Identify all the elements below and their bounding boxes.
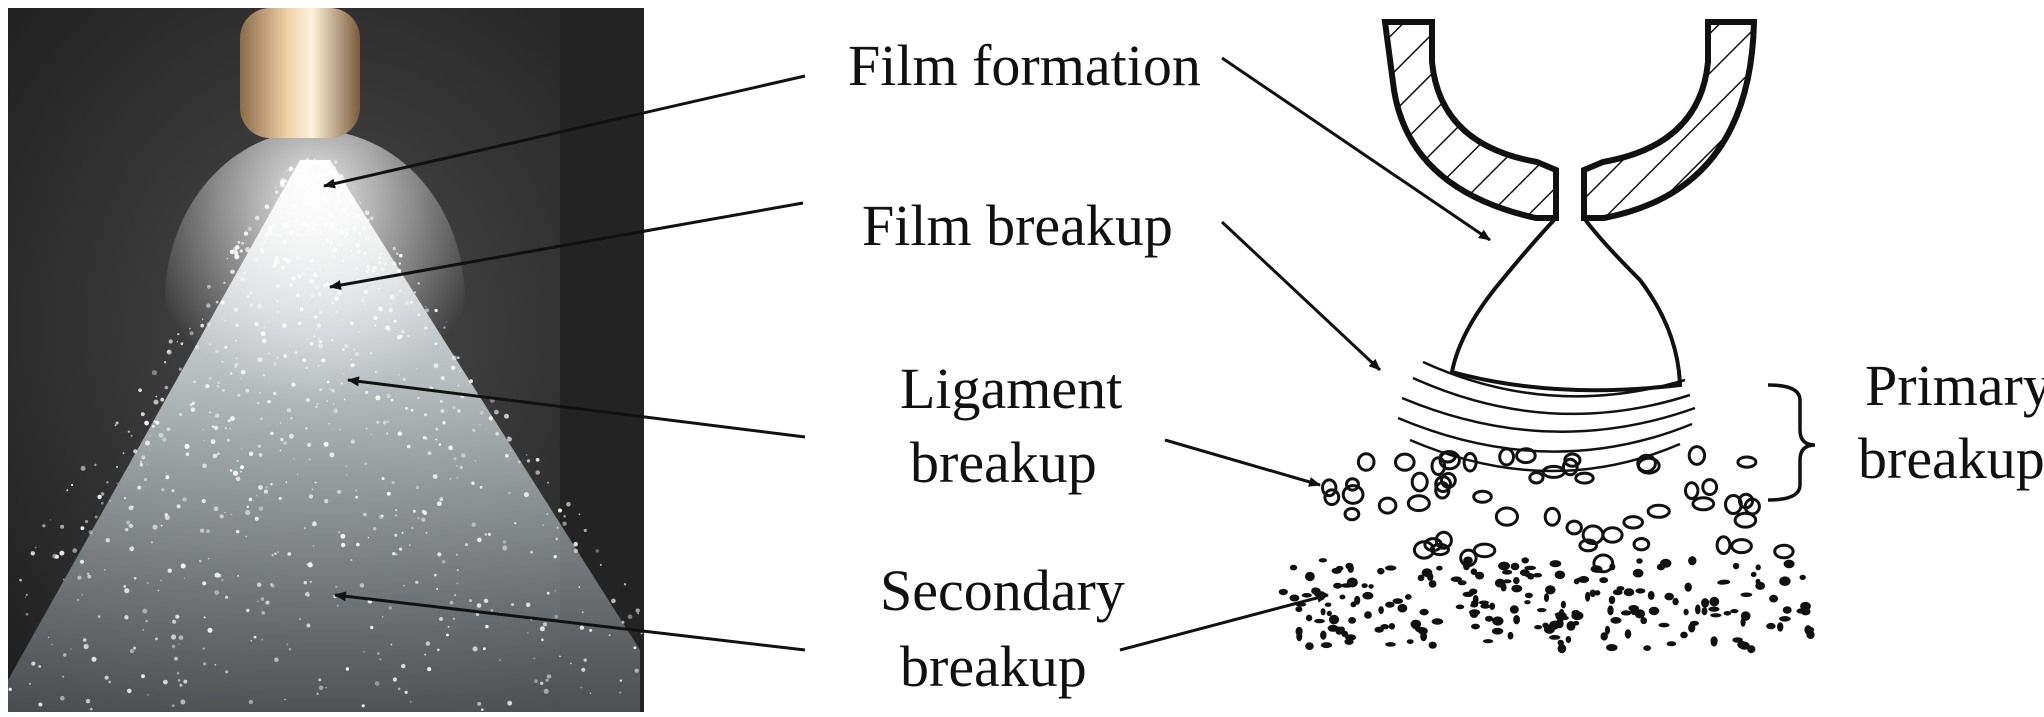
label-film-formation: Film formation bbox=[848, 33, 1201, 98]
arrow-film-formation-schematic bbox=[1221, 56, 1491, 242]
label-ligament: Ligament bbox=[900, 356, 1122, 421]
arrow-film-breakup-schematic bbox=[1220, 220, 1382, 372]
arrow-ligament-breakup-photo bbox=[347, 376, 806, 439]
label-primary-breakup: breakup bbox=[1858, 426, 2044, 491]
arrow-secondary-breakup-schematic bbox=[1119, 592, 1329, 652]
arrow-ligament-breakup-schematic bbox=[1164, 438, 1321, 487]
spray-droplets bbox=[8, 158, 643, 711]
primary-breakup-brace bbox=[1767, 383, 1816, 502]
label-primary: Primary bbox=[1865, 353, 2044, 418]
arrow-secondary-breakup-photo bbox=[334, 591, 806, 652]
label-secondary: Secondary bbox=[880, 558, 1125, 623]
arrow-film-breakup-photo bbox=[329, 201, 804, 290]
label-film-breakup: Film breakup bbox=[862, 193, 1173, 258]
arrow-film-formation-photo bbox=[323, 74, 806, 189]
label-ligament-breakup: breakup bbox=[910, 430, 1097, 495]
nozzle-photo-icon bbox=[240, 8, 360, 138]
label-secondary-breakup: breakup bbox=[900, 634, 1087, 699]
